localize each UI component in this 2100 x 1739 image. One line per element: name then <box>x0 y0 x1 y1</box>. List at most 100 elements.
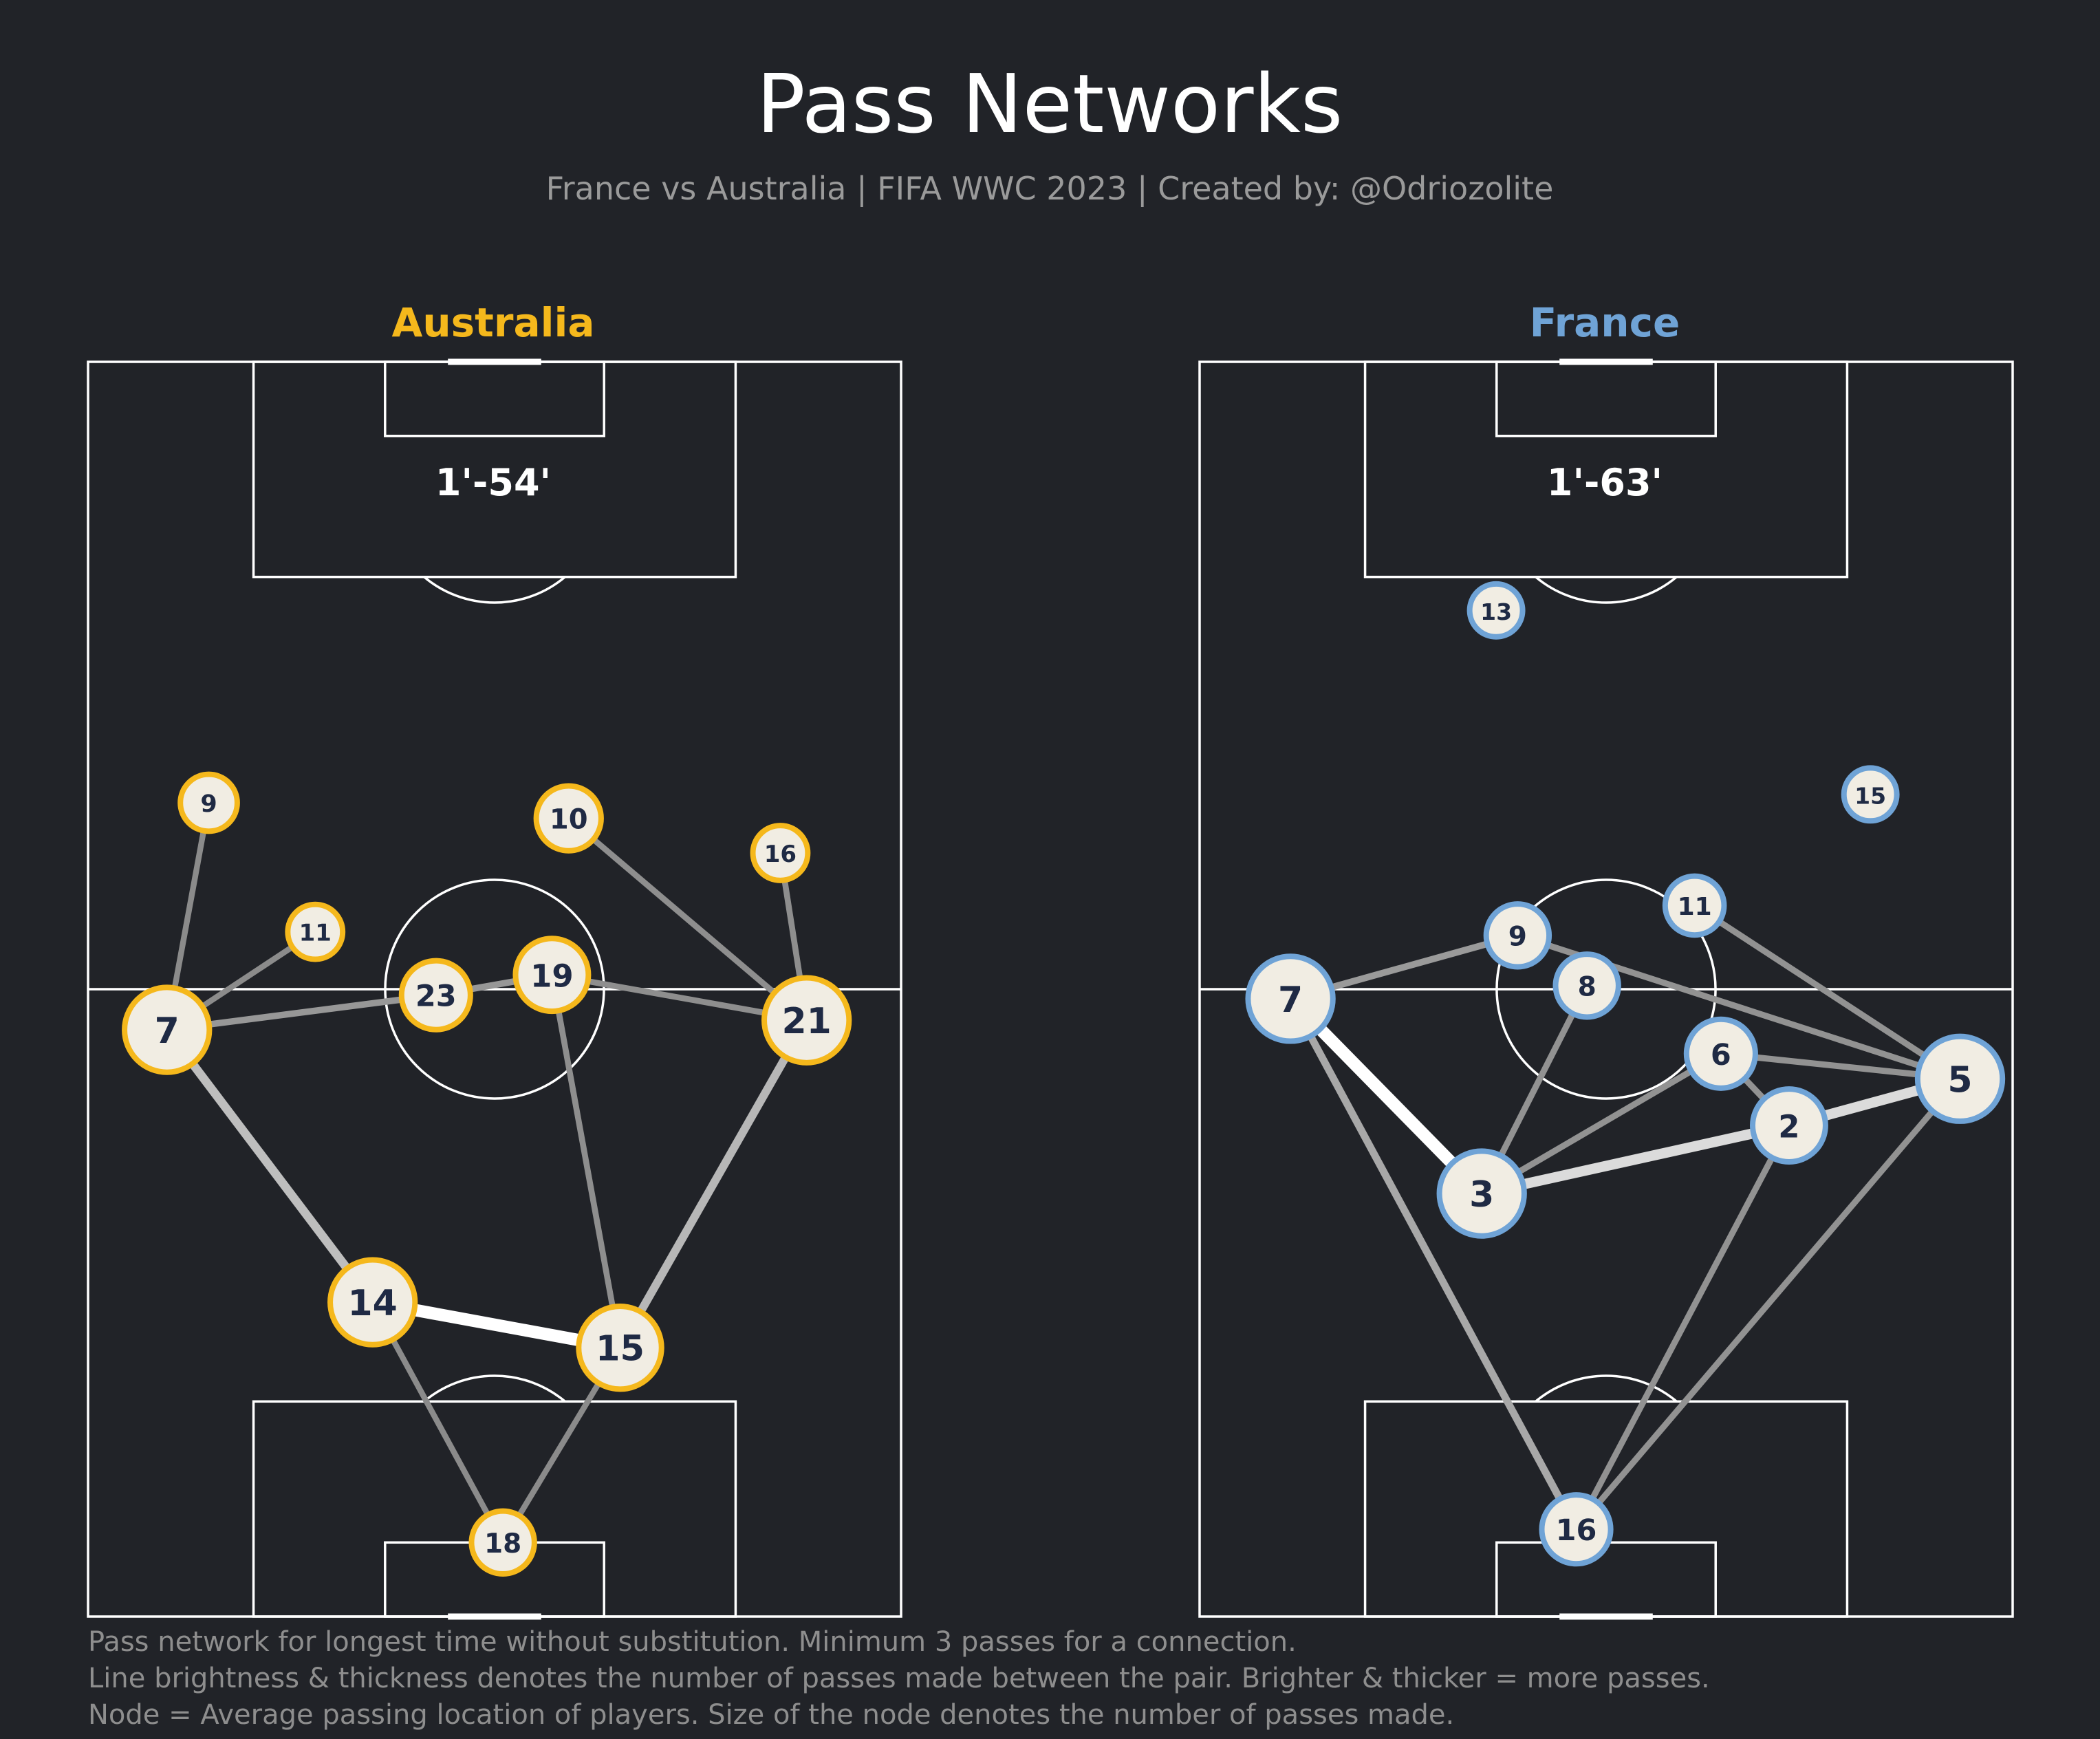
france-pitch-top-penalty-arc <box>1535 576 1678 604</box>
australia-player-marker-23 <box>398 958 473 1033</box>
france-player-number-11: 11 <box>1678 893 1712 921</box>
france-player-marker-8 <box>1552 951 1621 1020</box>
australia-pass-line-7-14 <box>163 1027 376 1305</box>
australia-player-number-7: 7 <box>155 1011 180 1052</box>
france-player-node-5: 5 <box>1914 1033 2006 1124</box>
france-pitch-centre-circle <box>1495 878 1717 1100</box>
france-player-number-9: 9 <box>1508 921 1527 952</box>
france-player-node-7: 7 <box>1245 953 1336 1044</box>
australia-team-label: Australia <box>391 299 594 346</box>
france-player-marker-7 <box>1245 953 1336 1044</box>
australia-player-number-9: 9 <box>200 790 217 818</box>
france-pitch-bottom-six-yard-box <box>1495 1541 1717 1618</box>
australia-player-node-21: 21 <box>761 975 852 1066</box>
australia-pitch-bottom-penalty-arc <box>423 1374 566 1403</box>
france-player-number-13: 13 <box>1480 598 1512 625</box>
france-player-number-7: 7 <box>1278 980 1303 1021</box>
australia-player-marker-16 <box>750 823 811 883</box>
france-pass-line-11-5 <box>1693 903 1962 1082</box>
france-player-node-11: 11 <box>1662 873 1727 938</box>
france-pass-line-3-2 <box>1480 1120 1790 1199</box>
footnote-3: Node = Average passing location of playe… <box>88 1699 1454 1731</box>
france-player-marker-15 <box>1841 765 1900 824</box>
france-player-marker-3 <box>1436 1148 1527 1239</box>
figure-subtitle: France vs Australia | FIFA WWC 2023 | Cr… <box>546 170 1554 208</box>
footnote-1: Pass network for longest time without su… <box>88 1626 1297 1658</box>
australia-pass-line-21-15 <box>616 1018 810 1350</box>
france-pass-line-5-16 <box>1574 1077 1962 1532</box>
australia-player-node-18: 18 <box>468 1508 537 1577</box>
france-player-number-15: 15 <box>1854 782 1886 809</box>
australia-pass-line-10-21 <box>566 816 809 1023</box>
france-pass-line-7-16 <box>1287 997 1580 1531</box>
australia-period-label: 1'-54' <box>435 461 551 504</box>
australia-player-node-19: 19 <box>512 936 592 1015</box>
australia-player-number-18: 18 <box>484 1529 521 1559</box>
france-player-number-3: 3 <box>1469 1174 1494 1216</box>
france-player-marker-6 <box>1683 1016 1758 1091</box>
australia-pitch-top-six-yard-box <box>384 360 605 438</box>
france-player-number-2: 2 <box>1778 1109 1799 1145</box>
france-player-number-5: 5 <box>1947 1059 1972 1101</box>
france-team-label: France <box>1530 299 1680 346</box>
france-player-node-3: 3 <box>1436 1148 1527 1239</box>
france-player-nodes: 13 15 11 9 8 7 6 5 2 3 16 <box>1245 581 2006 1567</box>
australia-pass-network: Australia 1'-54' 9 10 16 11 23 19 7 21 14 15 18 <box>87 299 902 1620</box>
footnotes: Pass network for longest time without su… <box>88 1626 1710 1731</box>
australia-player-node-14: 14 <box>327 1257 418 1348</box>
australia-player-nodes: 9 10 16 11 23 19 7 21 14 15 18 <box>122 771 852 1577</box>
france-player-marker-13 <box>1466 581 1526 640</box>
france-player-number-6: 6 <box>1711 1038 1731 1072</box>
france-pass-lines <box>1286 903 1962 1532</box>
france-player-node-13: 13 <box>1466 581 1526 640</box>
australia-player-marker-14 <box>327 1257 418 1348</box>
australia-player-marker-7 <box>122 984 213 1075</box>
australia-pass-line-19-15 <box>549 974 623 1348</box>
australia-player-node-11: 11 <box>285 901 346 962</box>
australia-player-node-23: 23 <box>398 958 473 1033</box>
france-player-number-8: 8 <box>1578 971 1596 1002</box>
france-player-marker-16 <box>1539 1492 1614 1567</box>
australia-pass-line-14-18 <box>370 1301 506 1544</box>
australia-player-number-11: 11 <box>299 920 332 947</box>
australia-player-node-9: 9 <box>177 771 240 834</box>
australia-pitch-centre-circle <box>384 878 605 1100</box>
figure-title: Pass Networks <box>757 56 1343 151</box>
australia-player-number-16: 16 <box>764 841 797 868</box>
australia-player-node-16: 16 <box>750 823 811 883</box>
france-player-marker-11 <box>1662 873 1727 938</box>
france-pass-line-7-3 <box>1286 994 1486 1198</box>
australia-player-marker-9 <box>177 771 240 834</box>
australia-pass-lines <box>163 802 810 1544</box>
australia-player-number-10: 10 <box>550 804 588 836</box>
france-player-marker-2 <box>1750 1086 1828 1165</box>
australia-pitch-top-penalty-arc <box>423 576 566 604</box>
france-pass-network: France 1'-63' 13 15 11 9 8 7 6 5 2 3 16 <box>1198 299 2014 1620</box>
france-pitch-bottom-penalty-arc <box>1535 1374 1678 1403</box>
australia-player-number-21: 21 <box>781 1001 831 1042</box>
france-player-number-16: 16 <box>1556 1513 1597 1548</box>
australia-pitch-bottom-penalty-box <box>252 1400 737 1618</box>
france-period-label: 1'-63' <box>1547 461 1663 504</box>
france-player-node-15: 15 <box>1841 765 1900 824</box>
france-pass-line-3-6 <box>1480 1050 1723 1196</box>
france-player-node-9: 9 <box>1483 901 1552 970</box>
france-player-node-2: 2 <box>1750 1086 1828 1165</box>
australia-player-node-10: 10 <box>533 783 604 854</box>
australia-player-number-23: 23 <box>415 980 457 1014</box>
australia-player-marker-19 <box>512 936 592 1015</box>
france-pass-line-2-16 <box>1573 1123 1792 1531</box>
australia-player-number-19: 19 <box>530 958 574 995</box>
france-player-node-8: 8 <box>1552 951 1621 1020</box>
france-player-marker-5 <box>1914 1033 2006 1124</box>
australia-player-number-15: 15 <box>596 1329 645 1370</box>
australia-player-marker-10 <box>533 783 604 854</box>
australia-player-marker-11 <box>285 901 346 962</box>
australia-player-marker-18 <box>468 1508 537 1577</box>
footnote-2: Line brightness & thickness denotes the … <box>88 1663 1710 1694</box>
australia-player-node-7: 7 <box>122 984 213 1075</box>
australia-pass-line-7-23 <box>166 992 437 1033</box>
australia-player-marker-21 <box>761 975 852 1066</box>
